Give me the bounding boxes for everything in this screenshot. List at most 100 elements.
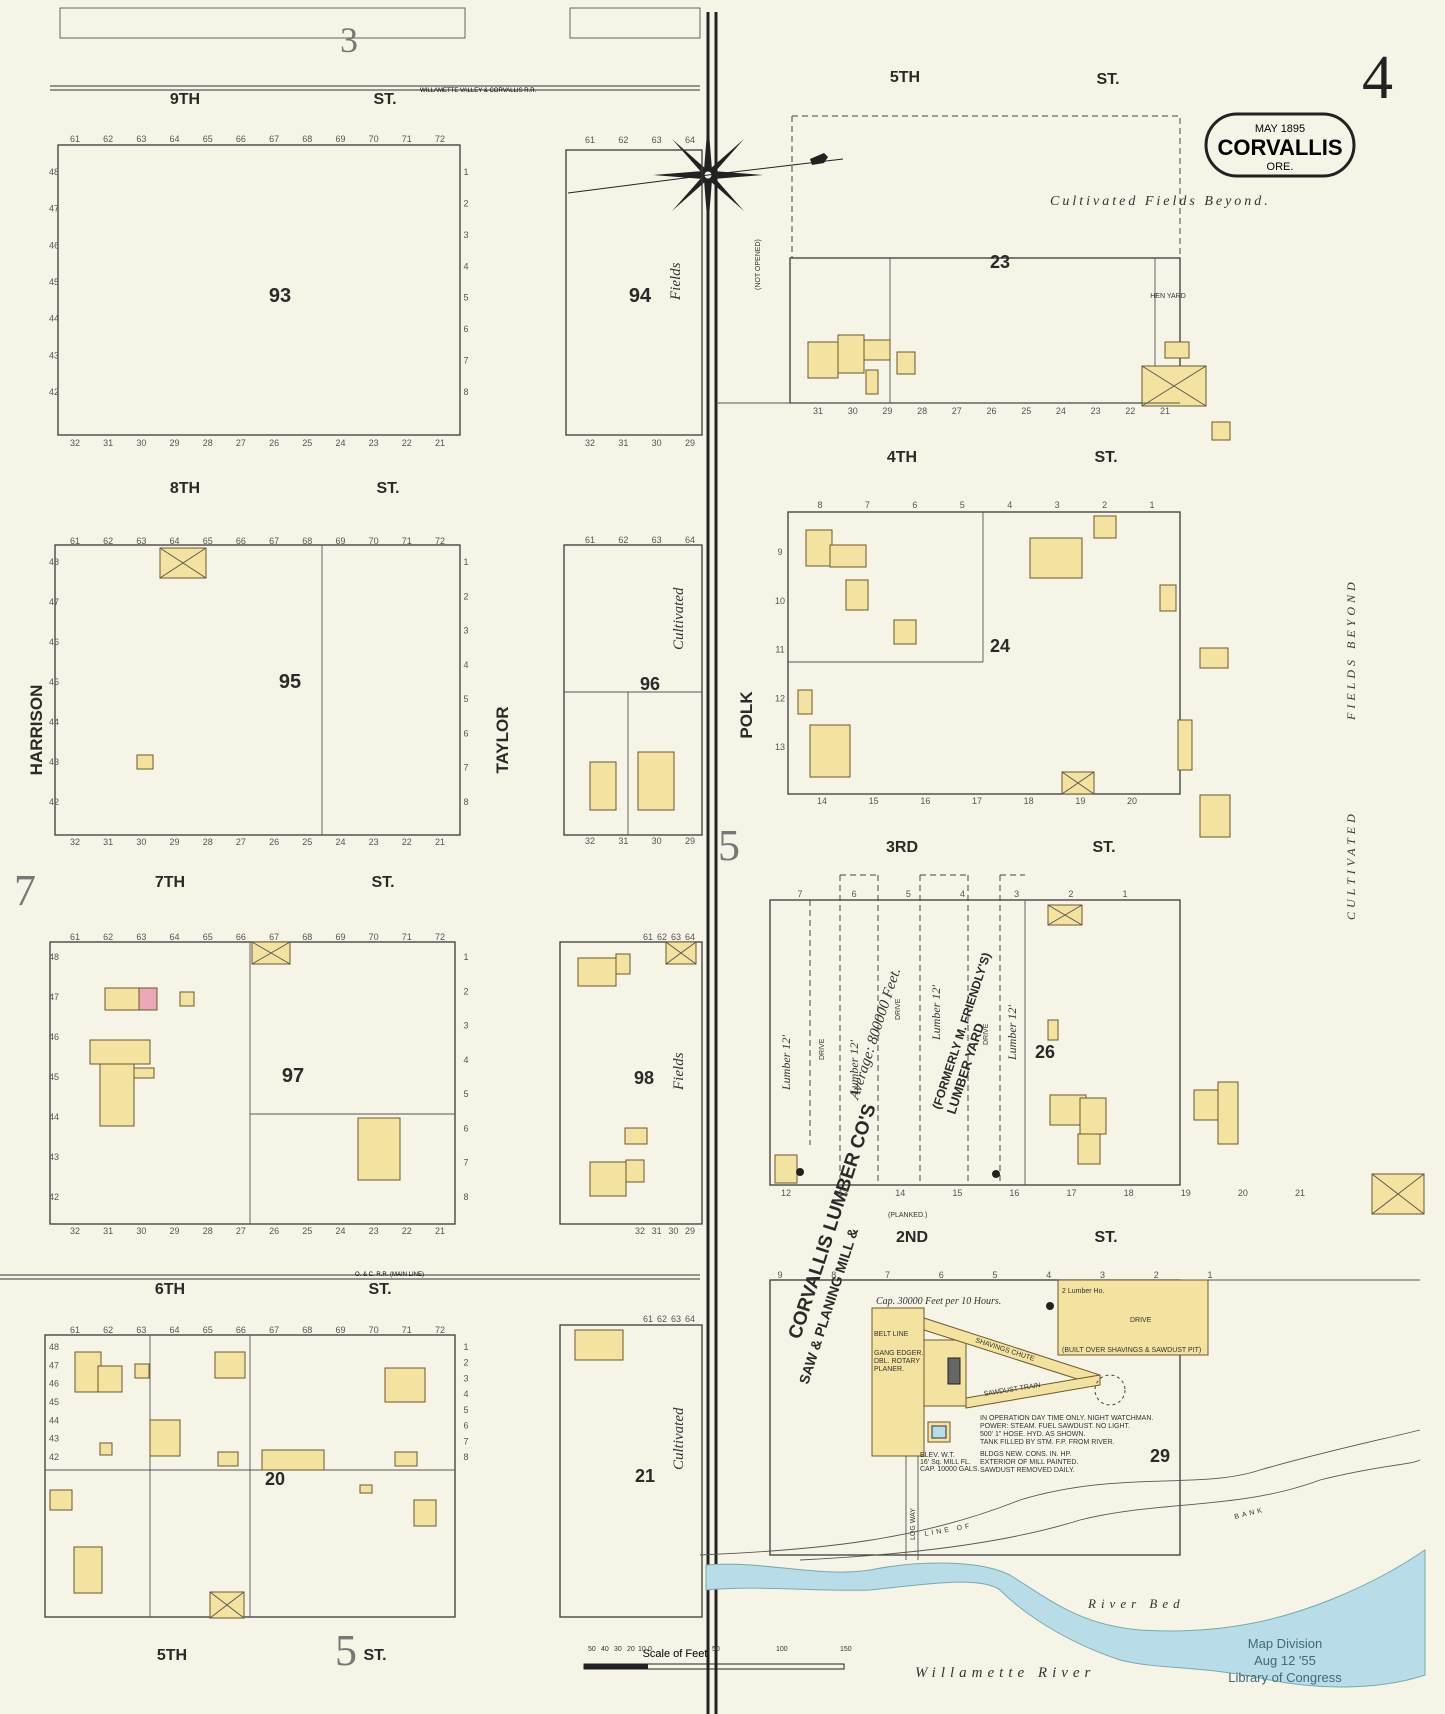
lot-number: 62 [103, 932, 113, 942]
willamette-river [705, 1549, 1426, 1688]
lot-number: 62 [618, 535, 628, 545]
lot-number: 42 [49, 797, 59, 807]
lumber-house [1057, 1279, 1209, 1356]
lot-number: 63 [652, 535, 662, 545]
lot-number: 2 [463, 1358, 468, 1368]
lot-number: 43 [49, 1434, 59, 1444]
block-29-number: 29 [1150, 1446, 1170, 1466]
block-98-number: 98 [634, 1068, 654, 1088]
lot-number: 6 [463, 324, 468, 334]
fields-beyond-east-note: FIELDS BEYOND [1344, 578, 1358, 721]
block-95 [54, 544, 461, 836]
lot-number: 8 [463, 387, 468, 397]
lumber-12-c: Lumber 12' [929, 985, 943, 1041]
lot-number: 4 [463, 660, 468, 670]
building [1177, 719, 1193, 771]
lot-number: 72 [435, 536, 445, 546]
building [214, 1351, 246, 1379]
street-3rd: 3RD [886, 839, 918, 856]
block-26-number: 26 [1035, 1042, 1055, 1062]
lot-number: 72 [435, 932, 445, 942]
lot-number: 3 [1100, 1270, 1105, 1280]
building [357, 1117, 401, 1181]
lot-number: 43 [49, 757, 59, 767]
adjacent-sheet-north: 3 [340, 20, 358, 60]
lot-number: 4 [1046, 1270, 1051, 1280]
lot-number: 30 [848, 406, 858, 416]
cultivated-96-note: Cultivated [671, 587, 687, 650]
lot-number: 6 [463, 728, 468, 738]
dbl-rotary-label: DBL. ROTARY [874, 1358, 920, 1365]
block-93 [57, 144, 461, 436]
street-2nd-st: ST. [1094, 1229, 1117, 1246]
lot-number: 23 [1091, 406, 1101, 416]
lot-number: 70 [369, 134, 379, 144]
city-name: CORVALLIS [1217, 135, 1342, 160]
lot-number: 7 [885, 1270, 890, 1280]
building [99, 1442, 113, 1456]
block-98 [559, 941, 703, 1225]
lot-number: 20 [1238, 1188, 1248, 1198]
sheet-date: MAY 1895 [1255, 123, 1305, 135]
lot-number: 30 [136, 837, 146, 847]
building [1211, 421, 1231, 441]
lot-number: 71 [402, 536, 412, 546]
lot-number: 2 [463, 591, 468, 601]
building [1217, 1081, 1239, 1145]
lot-number: 25 [302, 1226, 312, 1236]
lot-number: 5 [992, 1270, 997, 1280]
lumber-12-d: Lumber 12' [1005, 1005, 1019, 1061]
willamette-river-label: Willamette River [915, 1665, 1095, 1681]
lot-number: 30 [652, 438, 662, 448]
lot-number: 29 [170, 837, 180, 847]
lot-number: 8 [817, 500, 822, 510]
lot-number: 61 [643, 932, 653, 942]
lot-number: 63 [136, 134, 146, 144]
scale-tick: 50 [588, 1646, 596, 1653]
lot-number: 67 [269, 536, 279, 546]
building [359, 1484, 373, 1494]
lot-number: 72 [435, 134, 445, 144]
lot-number: 64 [685, 135, 695, 145]
compass-rose-icon [567, 120, 844, 230]
building [133, 1067, 155, 1079]
street-6th: 6TH [155, 1281, 185, 1298]
building [149, 1419, 181, 1457]
lot-number: 23 [369, 438, 379, 448]
mill-info-5: BLDGS NEW. CONS. IN. HP. [980, 1451, 1071, 1458]
lot-number: 47 [49, 992, 59, 1002]
street-7th-st: ST. [371, 874, 394, 891]
tank-label-3: CAP. 10000 GALS. [920, 1466, 979, 1473]
building [394, 1451, 418, 1467]
lot-number: 26 [269, 1226, 279, 1236]
lot-number: 14 [895, 1188, 905, 1198]
lot-number: 30 [136, 1226, 146, 1236]
adjacent-sheet-west: 7 [14, 866, 36, 915]
lot-number: 31 [618, 836, 628, 846]
tank-label-2: 16' Sq. MILL FL. [920, 1459, 971, 1466]
scale-tick: 100 [776, 1646, 788, 1653]
building [1093, 515, 1117, 539]
building [837, 334, 865, 374]
sawdust-pit [1094, 1374, 1126, 1406]
lot-number: 1 [1149, 500, 1154, 510]
lot-number: 26 [269, 837, 279, 847]
lot-number: 61 [70, 1325, 80, 1335]
lot-number: 32 [585, 438, 595, 448]
lot-number: 67 [269, 1325, 279, 1335]
lot-number: 3 [463, 626, 468, 636]
lot-number: 5 [463, 694, 468, 704]
lot-number: 23 [369, 837, 379, 847]
building [384, 1367, 426, 1403]
hydrant-icon [796, 1168, 804, 1176]
belt-line-label: BELT LINE [874, 1331, 909, 1338]
lot-number: 69 [335, 536, 345, 546]
street-2nd: 2ND [896, 1229, 928, 1246]
lot-number: 7 [463, 1158, 468, 1168]
lot-number: 4 [463, 261, 468, 271]
lot-number: 1 [463, 167, 468, 177]
lot-number: 1 [1122, 889, 1127, 899]
log-way-label: LOG WAY [910, 1508, 917, 1540]
building [1164, 341, 1190, 359]
